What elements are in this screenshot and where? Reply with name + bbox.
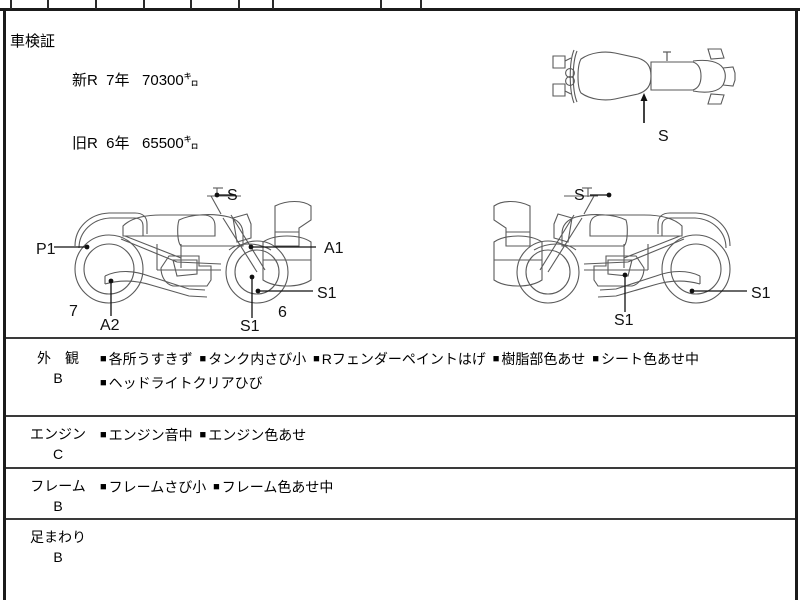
inspection-values: 新R 7年 70300㌔ 旧R 6年 65500㌔ <box>72 28 199 196</box>
diagram-label-right-s: S <box>574 187 585 204</box>
condition-note-text: Rフェンダーペイントはげ <box>321 351 486 367</box>
top-partial-row <box>0 0 800 11</box>
condition-notes-frame: ■フレームさび小 ■フレーム色あせ中 <box>100 475 790 499</box>
top-row-divider <box>95 0 97 9</box>
condition-note-text: フレーム色あせ中 <box>221 479 334 495</box>
diagram-label-s1-right-upper: S1 <box>751 285 771 302</box>
bullet-icon: ■ <box>100 377 107 389</box>
condition-note-text: シート色あせ中 <box>600 351 699 367</box>
condition-notes-exterior: ■各所うすきず ■タンク内さび小 ■Rフェンダーペイントはげ ■樹脂部色あせ ■… <box>100 347 790 395</box>
diagram-label-p1: P1 <box>36 241 56 258</box>
diagram-label-a2: A2 <box>100 317 120 334</box>
top-row-divider <box>190 0 192 9</box>
condition-note-text: 各所うすきず <box>108 351 193 367</box>
top-row-divider <box>10 0 12 9</box>
bullet-icon: ■ <box>492 353 500 365</box>
condition-notes-engine: ■エンジン音中 ■エンジン色あせ <box>100 423 790 447</box>
condition-table-top-rule <box>6 337 795 339</box>
inspection-label: 車検証 <box>10 33 56 50</box>
top-row-divider <box>272 0 274 9</box>
condition-note-item: ■フレーム色あせ中 <box>213 479 333 495</box>
top-view-leader-s <box>640 93 648 123</box>
condition-note-item: ■各所うすきず <box>100 351 193 367</box>
bullet-icon: ■ <box>199 429 207 441</box>
condition-row-rule <box>6 467 795 469</box>
inspection-certificate-row: 車検証 新R 7年 70300㌔ 旧R 6年 65500㌔ <box>6 14 795 152</box>
leader-right-s <box>590 192 612 198</box>
motorcycle-right-side-drawing <box>484 184 744 309</box>
sheet-left-border <box>3 11 6 600</box>
condition-note-text: タンク内さび小 <box>208 351 307 367</box>
motorcycle-top-view-drawing <box>543 40 743 115</box>
top-row-divider <box>238 0 240 9</box>
condition-category-name: エンジン <box>30 426 86 442</box>
condition-category-frame: フレーム B <box>10 476 106 516</box>
condition-row-rule <box>6 518 795 520</box>
leader-a2 <box>108 278 114 316</box>
diagram-label-a1: A1 <box>324 240 344 257</box>
top-row-cut-text <box>424 0 784 6</box>
condition-note-text: フレームさび小 <box>108 479 207 495</box>
diagram-label-7: 7 <box>69 303 78 320</box>
bullet-icon: ■ <box>100 429 107 441</box>
condition-category-grade: B <box>53 549 63 565</box>
condition-note-item: ■Rフェンダーペイントはげ <box>313 351 486 367</box>
condition-row-rule <box>6 415 795 417</box>
bullet-icon: ■ <box>592 353 599 365</box>
bullet-icon: ■ <box>100 353 107 365</box>
inspection-line-new: 新R 7年 70300㌔ <box>72 72 199 89</box>
motorcycle-left-side-drawing <box>61 184 321 309</box>
top-row-divider <box>143 0 145 9</box>
condition-note-text: 樹脂部色あせ <box>501 351 586 367</box>
damage-diagram-zone: S <box>6 14 795 337</box>
condition-note-item: ■シート色あせ中 <box>592 351 699 367</box>
leader-left-s <box>214 192 236 198</box>
leader-s1-right-lower <box>622 272 628 312</box>
condition-category-name: 外 観 <box>37 350 79 366</box>
leader-p1 <box>54 244 90 250</box>
condition-category-grade: B <box>53 498 63 514</box>
condition-note-text: ヘッドライトクリアひび <box>108 375 263 391</box>
condition-note-item: ■フレームさび小 <box>100 479 206 495</box>
leader-a1 <box>248 244 316 250</box>
condition-note-text: エンジン音中 <box>108 427 193 443</box>
bullet-icon: ■ <box>100 481 107 493</box>
inspection-line-old: 旧R 6年 65500㌔ <box>72 135 199 152</box>
condition-category-name: 足まわり <box>30 529 86 545</box>
sheet-right-border <box>795 11 798 600</box>
condition-category-engine: エンジン C <box>10 424 106 464</box>
condition-note-item: ■樹脂部色あせ <box>493 351 586 367</box>
condition-category-exterior: 外 観 B <box>10 348 106 388</box>
diagram-label-left-s: S <box>227 187 238 204</box>
diagram-label-s1-right-bottom: S1 <box>614 312 634 329</box>
condition-note-text: エンジン色あせ <box>208 427 307 443</box>
condition-note-item: ■タンク内さび小 <box>200 351 307 367</box>
diagram-label-top-s: S <box>658 128 669 145</box>
condition-category-name: フレーム <box>30 478 86 494</box>
leader-s1-left-lower <box>249 274 255 318</box>
condition-note-item: ■エンジン音中 <box>100 427 193 443</box>
bullet-icon: ■ <box>313 353 320 365</box>
condition-category-grade: C <box>52 446 64 462</box>
diagram-label-s1-left-bottom: S1 <box>240 318 260 335</box>
condition-note-item: ■ヘッドライトクリアひび <box>100 375 263 391</box>
leader-s1-left-upper <box>255 288 313 294</box>
condition-category-grade: B <box>53 370 63 386</box>
bullet-icon: ■ <box>213 481 220 493</box>
top-row-divider <box>380 0 382 9</box>
top-row-divider <box>420 0 422 9</box>
diagram-label-s1-left-upper: S1 <box>317 285 337 302</box>
leader-s1-right-upper <box>689 288 747 294</box>
condition-category-suspension: 足まわり B <box>10 527 106 567</box>
bullet-icon: ■ <box>199 353 207 365</box>
top-row-divider <box>47 0 49 9</box>
diagram-label-6: 6 <box>278 304 287 321</box>
condition-note-item: ■エンジン色あせ <box>200 427 307 443</box>
